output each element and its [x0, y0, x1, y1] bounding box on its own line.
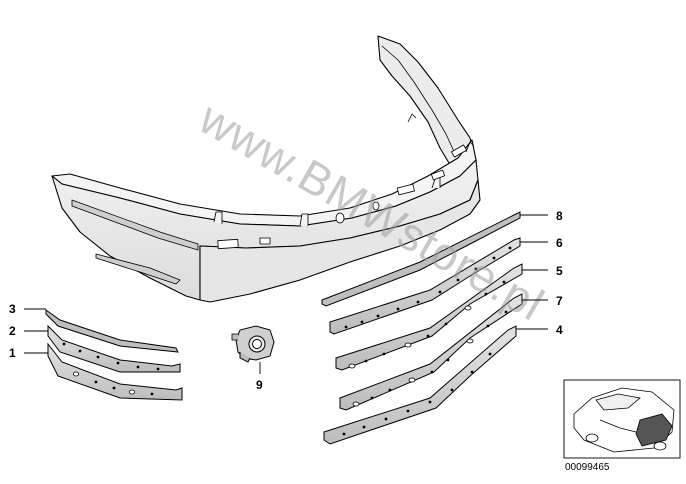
sensor-holder — [231, 325, 275, 363]
trim-strip-3 — [45, 309, 179, 353]
callout-2: 2 — [9, 324, 16, 338]
callout-5: 5 — [556, 264, 563, 278]
leader-lines — [24, 214, 548, 374]
callout-6: 6 — [556, 236, 563, 250]
trim-strip-8 — [321, 211, 521, 307]
vehicle-thumbnail — [563, 379, 681, 459]
trim-strip-4 — [323, 325, 517, 445]
callout-3: 3 — [9, 302, 16, 316]
rear-bumper-cover — [51, 35, 481, 303]
trim-strip-2 — [47, 324, 181, 373]
trim-strip-6 — [329, 237, 521, 335]
callout-8: 8 — [556, 209, 563, 223]
trim-strip-7 — [339, 293, 523, 411]
trim-strip-5 — [335, 263, 523, 371]
trim-strip-1 — [47, 342, 183, 401]
callout-9: 9 — [256, 378, 263, 392]
callout-7: 7 — [556, 294, 563, 308]
callout-4: 4 — [556, 323, 563, 337]
callout-1: 1 — [9, 346, 16, 360]
diagram-number: 00099465 — [565, 462, 610, 473]
